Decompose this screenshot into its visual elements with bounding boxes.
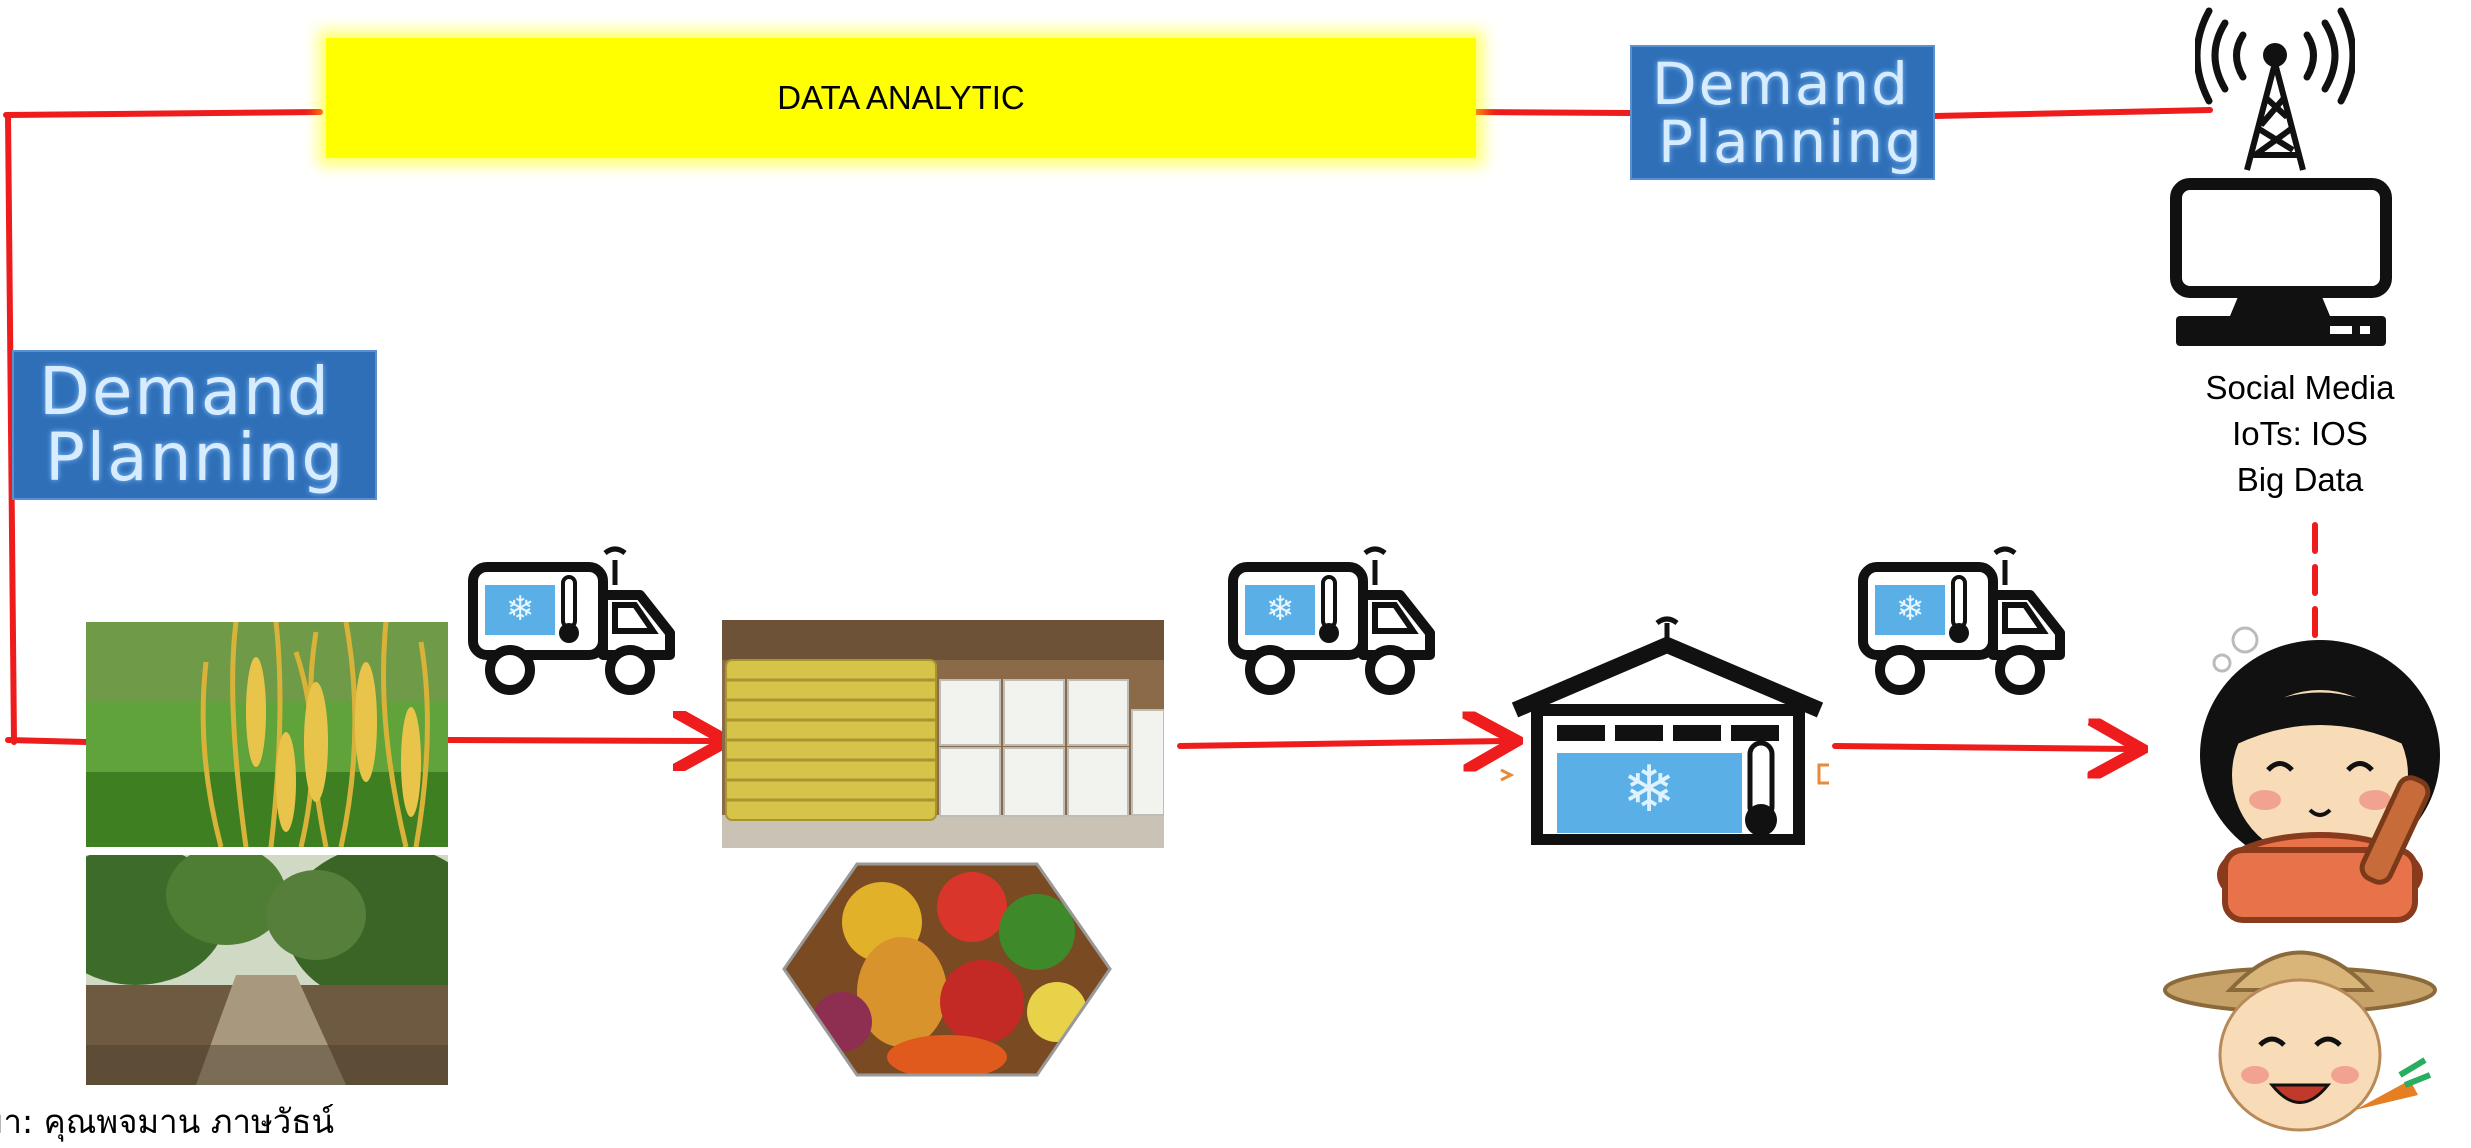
caption-social-media: Social Media (2205, 369, 2395, 406)
line-left-to-farm (5, 737, 89, 745)
demand-planning-badge-top: Demand Planning (1630, 45, 1935, 180)
svg-text:❄: ❄ (1896, 589, 1925, 629)
arrow-warehouse-to-coldstore (1177, 741, 1505, 746)
badge-line2: Planning (1658, 107, 1924, 176)
demand-planning-badge-left: Demand Planning (12, 350, 377, 500)
svg-text:❄: ❄ (506, 589, 535, 629)
line-planning-to-tower (1932, 107, 2213, 119)
consumer-channels-caption: Social Media IoTs: IOS Big Data (2200, 365, 2400, 503)
caption-big-data: Big Data (2236, 461, 2364, 498)
svg-text:❄: ❄ (1622, 753, 1676, 827)
refrigerated-truck-icon: ❄ (1858, 546, 2065, 695)
badge-line2: Planning (45, 419, 346, 496)
broadcast-tower-icon (2195, 7, 2355, 171)
farmer-cartoon (2163, 950, 2437, 1132)
svg-text:❄: ❄ (1266, 589, 1295, 629)
orchard-canal-photo (86, 855, 448, 1085)
line-left-vertical (5, 112, 17, 745)
data-analytic-label: DATA ANALYTIC (777, 79, 1025, 116)
line-analytic-to-planning (1472, 109, 1633, 116)
badge-line1: Demand (1652, 49, 1910, 118)
arrow-farm-to-warehouse (445, 740, 715, 741)
badge-line1: Demand (39, 353, 331, 430)
warehouse-sacks-photo (722, 620, 1164, 848)
data-analytic-band: DATA ANALYTIC (326, 38, 1476, 158)
source-note: ที่มา: คุณพจมาน ภาษวัธน์ (0, 1102, 335, 1141)
consumer-cartoon (2200, 626, 2440, 923)
line-left-to-data-analytic (3, 109, 323, 118)
cold-storage-icon: ❄ (1500, 616, 1829, 845)
rice-field-photo (86, 622, 448, 847)
refrigerated-truck-icon: ❄ (468, 546, 675, 695)
caption-iots: IoTs: IOS (2232, 415, 2368, 452)
fresh-produce-photo (782, 862, 1112, 1077)
computer-monitor-icon (2170, 178, 2392, 346)
arrow-coldstore-to-consumer (1832, 746, 2130, 749)
refrigerated-truck-icon: ❄ (1228, 546, 1435, 695)
